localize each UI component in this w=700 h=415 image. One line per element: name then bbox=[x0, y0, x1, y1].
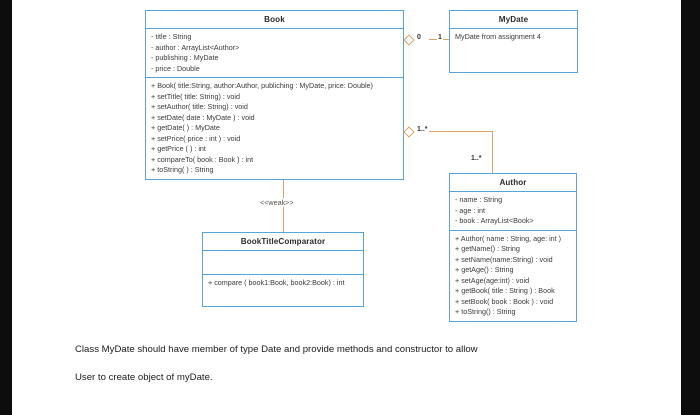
operation-item: + compareTo( book : Book ) : int bbox=[151, 154, 254, 164]
attribute-item: - title : String bbox=[151, 32, 192, 41]
operation-item: + compare ( book1:Book, book2:Book) : in… bbox=[208, 278, 345, 287]
aggregation-diamond-book-mydate bbox=[403, 34, 415, 46]
operation-item: + setPrice( price : int ) : void bbox=[151, 133, 241, 143]
attribute-item: MyDate from assignment 4 bbox=[455, 32, 541, 41]
class-name-author: Author bbox=[450, 174, 576, 192]
uml-class-diagram: 0 1 1..* 1..* <<weak>> Book - title : St… bbox=[12, 0, 681, 335]
operations-booktitlecomparator: + compare ( book1:Book, book2:Book) : in… bbox=[203, 275, 363, 306]
caption-line: Class MyDate should have member of type … bbox=[75, 344, 478, 355]
connector-book-author-vertical bbox=[492, 131, 494, 173]
multiplicity-book-author-target: 1..* bbox=[470, 155, 483, 162]
attributes-book: - title : String - author : ArrayList<Au… bbox=[146, 29, 403, 79]
caption-block: Class MyDate should have member of type … bbox=[75, 344, 675, 401]
class-name-booktitlecomparator: BookTitleComparator bbox=[203, 233, 363, 251]
operation-item: + Author( name : String, age: int ) bbox=[455, 233, 562, 243]
operation-item: + getBook( title : String ) : Book bbox=[455, 286, 555, 296]
operation-item: + getName() : String bbox=[455, 244, 520, 254]
attribute-item: - name : String bbox=[455, 195, 503, 204]
operation-item: + toString( ) : String bbox=[151, 165, 214, 175]
class-name-book: Book bbox=[146, 11, 403, 29]
operation-item: + setBook( book : Book ) : void bbox=[455, 296, 554, 306]
aggregation-diamond-book-author bbox=[403, 126, 415, 138]
attribute-item: - author : ArrayList<Author> bbox=[151, 42, 240, 52]
connector-book-author-horizontal bbox=[422, 131, 493, 133]
operation-item: + setAuthor( title: String) : void bbox=[151, 102, 248, 112]
attributes-author: - name : String - age : int - book : Arr… bbox=[450, 192, 576, 231]
uml-class-book[interactable]: Book - title : String - author : ArrayLi… bbox=[145, 10, 404, 180]
operation-item: + setAge(age:int) : void bbox=[455, 275, 530, 285]
uml-class-booktitlecomparator[interactable]: BookTitleComparator + compare ( book1:Bo… bbox=[202, 232, 364, 307]
multiplicity-book-mydate-source: 0 bbox=[416, 34, 422, 41]
uml-class-mydate[interactable]: MyDate MyDate from assignment 4 bbox=[449, 10, 578, 73]
stereotype-weak-label: <<weak>> bbox=[258, 198, 296, 207]
operations-author: + Author( name : String, age: int ) + ge… bbox=[450, 231, 576, 321]
page-gutter-right bbox=[681, 0, 700, 415]
operation-item: + getPrice ( ) : int bbox=[151, 144, 206, 154]
multiplicity-book-author-source: 1..* bbox=[416, 126, 429, 133]
attribute-item: - age : int bbox=[455, 205, 485, 215]
attribute-item: - price : Double bbox=[151, 63, 200, 73]
caption-line: User to create object of myDate. bbox=[75, 372, 213, 384]
operation-item: + setDate( date : MyDate ) : void bbox=[151, 112, 255, 122]
attribute-item: - publishing : MyDate bbox=[151, 53, 219, 63]
page-gutter-left bbox=[0, 0, 12, 415]
class-name-mydate: MyDate bbox=[450, 11, 577, 29]
operation-item: + toString() : String bbox=[455, 307, 516, 317]
attributes-booktitlecomparator bbox=[203, 251, 363, 275]
operation-item: + Book( title:String, author:Author, pub… bbox=[151, 81, 373, 91]
attribute-item: - book : ArrayList<Book> bbox=[455, 216, 534, 226]
operation-item: + setName(name:String) : void bbox=[455, 254, 553, 264]
operation-item: + getDate( ) : MyDate bbox=[151, 123, 220, 133]
operations-book: + Book( title:String, author:Author, pub… bbox=[146, 78, 403, 179]
operation-item: + setTitle( title: String) : void bbox=[151, 91, 241, 101]
uml-class-author[interactable]: Author - name : String - age : int - boo… bbox=[449, 173, 577, 322]
multiplicity-book-mydate-target: 1 bbox=[437, 34, 443, 41]
operation-item: + getAge() : String bbox=[455, 265, 514, 275]
attributes-mydate: MyDate from assignment 4 bbox=[450, 29, 577, 72]
document-page: 0 1 1..* 1..* <<weak>> Book - title : St… bbox=[12, 0, 681, 415]
